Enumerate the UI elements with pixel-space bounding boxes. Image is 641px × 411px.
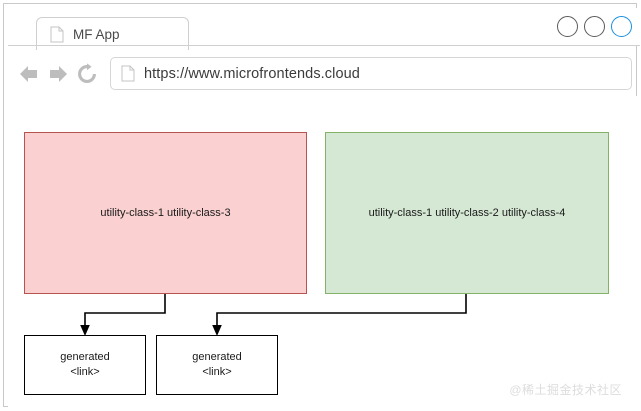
node-label-line1: generated [192, 351, 242, 364]
arrow-right-icon[interactable] [47, 63, 69, 85]
window-circle-3[interactable] [611, 16, 632, 37]
reload-icon[interactable] [76, 63, 98, 85]
browser-window: MF App [3, 3, 640, 410]
diagram-node-generated-link-2[interactable]: generated <link> [156, 335, 278, 395]
url-text: https://www.microfrontends.cloud [144, 65, 360, 82]
window-controls [557, 16, 632, 37]
browser-toolbar: https://www.microfrontends.cloud [8, 51, 640, 95]
window-circle-1[interactable] [557, 16, 578, 37]
watermark: @稀土掘金技术社区 [509, 383, 622, 397]
node-label: generated <link> [60, 350, 110, 379]
node-label: utility-class-1 utility-class-3 [100, 206, 231, 219]
node-label: generated <link> [192, 350, 242, 379]
node-label-line1: generated [60, 351, 110, 364]
tab-strip: MF App [8, 8, 640, 50]
node-label: utility-class-1 utility-class-2 utility-… [368, 206, 566, 219]
diagram-node-green-block[interactable]: utility-class-1 utility-class-2 utility-… [325, 132, 609, 294]
diagram-node-pink-block[interactable]: utility-class-1 utility-class-3 [24, 132, 307, 294]
tab-mf-app[interactable]: MF App [36, 17, 189, 50]
tab-strip-divider [8, 45, 640, 46]
page-icon [121, 65, 135, 82]
arrow-left-icon[interactable] [18, 63, 40, 85]
window-circle-2[interactable] [584, 16, 605, 37]
diagram-node-generated-link-1[interactable]: generated <link> [24, 335, 146, 395]
page-viewport: utility-class-1 utility-class-3 utility-… [8, 96, 640, 410]
node-label-line2: <link> [70, 366, 100, 378]
tab-title: MF App [73, 26, 120, 42]
node-label-line2: <link> [202, 366, 232, 378]
page-icon [50, 26, 64, 43]
url-bar[interactable]: https://www.microfrontends.cloud [110, 57, 632, 90]
